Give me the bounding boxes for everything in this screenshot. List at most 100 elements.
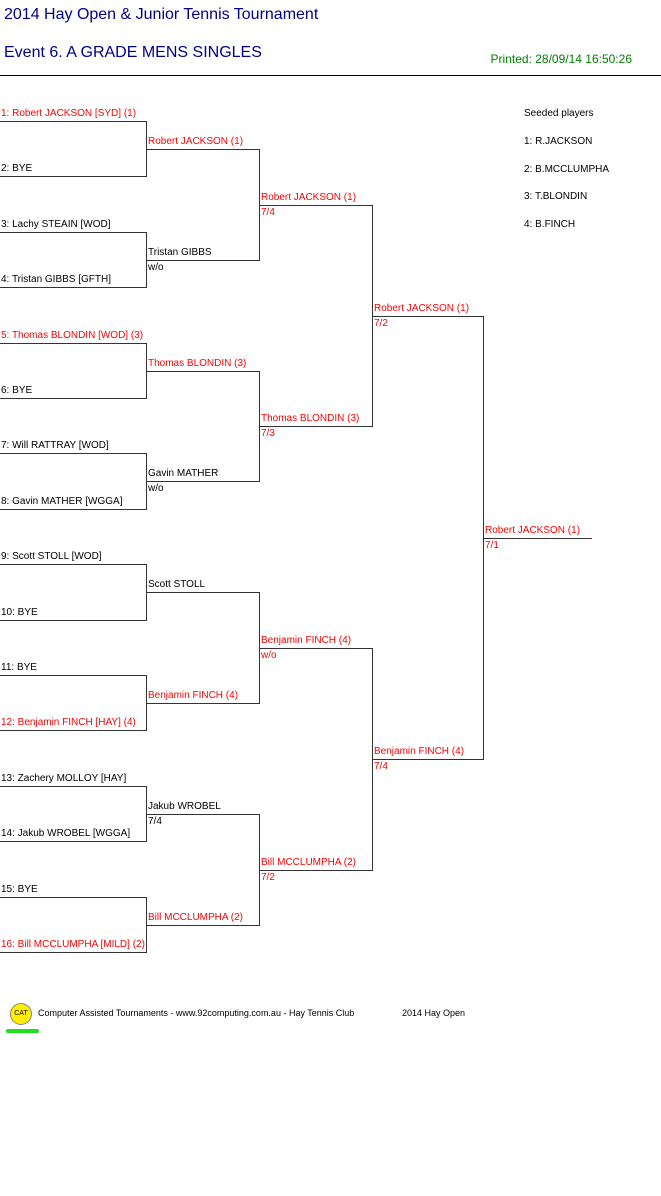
match-winner: Gavin MATHER [148,468,219,479]
draw-entry: 11: BYE [1,662,37,673]
round2-connector-1 [146,121,147,177]
match-score: w/o [148,262,164,273]
seeded-player-1: 1: R.JACKSON [524,136,593,147]
draw-entry: 2: BYE [1,163,33,174]
draw-entry: 15: BYE [1,884,38,895]
draw-entry: 6: BYE [1,385,33,396]
round1-line-11 [0,675,146,676]
round2-connector-2 [146,232,147,288]
match-winner: Scott STOLL [148,579,206,590]
round1-line-3 [0,232,146,233]
round2-connector-3 [146,343,147,399]
round1-line-5 [0,343,146,344]
round3-line-1 [259,205,372,206]
match-score: w/o [261,650,277,661]
round2-connector-4 [146,453,147,510]
draw-entry: 13: Zachery MOLLOY [HAY] [1,773,127,784]
seeded-players-title: Seeded players [524,108,594,119]
match-winner: Robert JACKSON (1) [485,525,581,536]
draw-entry: 16: Bill MCCLUMPHA [MILD] (2) [1,939,145,950]
draw-entry: 10: BYE [1,607,38,618]
match-score: 7/4 [374,761,388,772]
match-score: 7/2 [374,318,388,329]
round4-connector-1 [372,205,373,427]
draw-entry: 7: Will RATTRAY [WOD] [1,440,109,451]
round3-connector-2 [259,371,260,482]
round1-line-1 [0,121,146,122]
footer: CAT Computer Assisted Tournaments - www.… [6,1003,510,1035]
match-winner: Robert JACKSON (1) [374,303,470,314]
round1-line-13 [0,786,146,787]
match-winner: Benjamin FINCH (4) [261,635,352,646]
footer-credit: Computer Assisted Tournaments - www.92co… [38,1008,355,1018]
draw-entry: 9: Scott STOLL [WOD] [1,551,102,562]
round1-line-4 [0,287,146,288]
match-score: 7/4 [261,207,275,218]
match-winner: Bill MCCLUMPHA (2) [148,912,244,923]
round2-line-6 [146,703,259,704]
match-winner: Benjamin FINCH (4) [148,690,239,701]
round3-line-2 [259,426,372,427]
round2-connector-7 [146,786,147,842]
match-winner: Thomas BLONDIN (3) [261,413,360,424]
round2-connector-8 [146,897,147,953]
round1-line-15 [0,897,146,898]
draw-entry: 3: Lachy STEAIN [WOD] [1,219,111,230]
round3-connector-3 [259,592,260,704]
tournament-title: 2014 Hay Open & Junior Tennis Tournament [4,6,319,23]
draw-entry: 8: Gavin MATHER [WGGA] [1,496,123,507]
final-connector-1 [483,316,484,760]
match-winner: Robert JACKSON (1) [261,192,357,203]
round1-line-2 [0,176,146,177]
round1-line-9 [0,564,146,565]
match-score: 7/2 [261,872,275,883]
round1-line-12 [0,730,146,731]
match-score: w/o [148,483,164,494]
cat-logo-icon: CAT [10,1003,32,1025]
match-winner: Tristan GIBBS [148,247,212,258]
round3-connector-4 [259,814,260,926]
round1-line-8 [0,509,146,510]
round2-line-8 [146,925,259,926]
round1-line-6 [0,398,146,399]
round4-line-1 [372,316,483,317]
round2-line-4 [146,481,259,482]
round4-line-2 [372,759,483,760]
round2-connector-5 [146,564,147,621]
draw-entry: 14: Jakub WROBEL [WGGA] [1,828,131,839]
printed-timestamp: Printed: 28/09/14 16:50:26 [490,52,632,66]
logo-underline [6,1029,39,1033]
round4-connector-2 [372,648,373,871]
round3-line-3 [259,648,372,649]
header-divider [0,75,661,76]
round2-line-2 [146,260,259,261]
match-score: 7/3 [261,428,275,439]
round1-line-10 [0,620,146,621]
match-winner: Jakub WROBEL [148,801,221,812]
draw-entry: 4: Tristan GIBBS [GFTH] [1,274,112,285]
event-title: Event 6. A GRADE MENS SINGLES [4,44,262,61]
draw-entry: 12: Benjamin FINCH [HAY] (4) [1,717,136,728]
footer-event: 2014 Hay Open [402,1008,466,1018]
match-winner: Benjamin FINCH (4) [374,746,465,757]
round2-line-7 [146,814,259,815]
round2-line-5 [146,592,259,593]
match-score: 7/4 [148,816,162,827]
match-winner: Thomas BLONDIN (3) [148,358,247,369]
seeded-player-3: 3: T.BLONDIN [524,191,588,202]
round1-line-14 [0,841,146,842]
round2-line-3 [146,371,259,372]
round2-connector-6 [146,675,147,731]
round3-connector-1 [259,149,260,261]
round1-line-16 [0,952,146,953]
match-score: 7/1 [485,540,499,551]
match-winner: Robert JACKSON (1) [148,136,244,147]
draw-entry: 5: Thomas BLONDIN [WOD] (3) [1,330,144,341]
seeded-player-2: 2: B.MCCLUMPHA [524,164,610,175]
round2-line-1 [146,149,259,150]
match-winner: Bill MCCLUMPHA (2) [261,857,357,868]
seeded-player-4: 4: B.FINCH [524,219,576,230]
round3-line-4 [259,870,372,871]
draw-entry: 1: Robert JACKSON [SYD] (1) [1,108,137,119]
round1-line-7 [0,453,146,454]
